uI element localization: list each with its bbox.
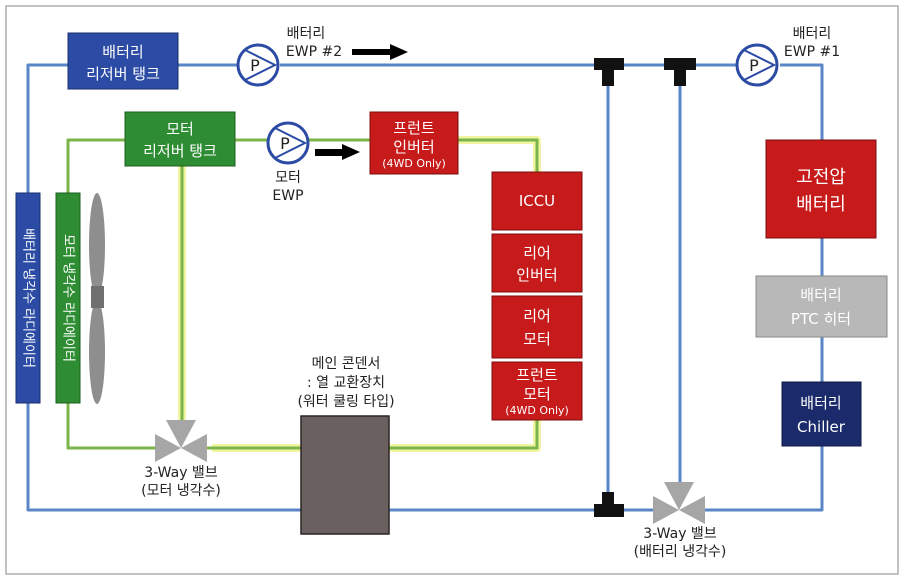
- motor-ewp-label-1: 모터: [275, 170, 301, 186]
- main-condenser: 메인 콘덴서 : 열 교환장치 (워터 쿨링 타입): [297, 356, 395, 535]
- battery-reservoir-box: [67, 32, 179, 90]
- front-motor-box: [491, 361, 583, 421]
- hv-battery-label-1: 고전압: [796, 167, 846, 188]
- front-motor: 프런트 모터 (4WD Only): [491, 361, 583, 421]
- front-inverter-label-2: 인버터: [393, 138, 434, 156]
- motor-coolant-radiator: 모터 냉각수 라디에이터: [55, 192, 81, 404]
- valve-icon: [155, 434, 181, 462]
- flow-arrow-icon: [352, 44, 408, 60]
- cooling-fan-icon: [89, 193, 105, 404]
- tee-junction: [664, 58, 696, 86]
- front-inverter-label-1: 프런트: [393, 119, 435, 137]
- valve-motor-label-2: (모터 냉각수): [141, 483, 221, 499]
- valve-battery-label-2: (배터리 냉각수): [634, 544, 727, 560]
- chiller-label-1: 배터리: [800, 394, 841, 412]
- motor-reservoir-label-1: 모터: [166, 120, 194, 138]
- rear-inverter: 리어 인버터: [491, 233, 583, 293]
- frame-border: [5, 5, 899, 575]
- rear-motor: 리어 모터: [491, 295, 583, 359]
- rear-motor-label-2: 모터: [523, 330, 551, 348]
- flow-arrow-icon: [315, 144, 360, 160]
- front-inverter-label-3: (4WD Only): [382, 157, 446, 170]
- ewp1-label-1: 배터리: [793, 26, 832, 42]
- tee-junction: [594, 58, 624, 86]
- pump-circle: [735, 43, 779, 87]
- battery-ewp-2: P 배터리 EWP #2: [236, 26, 342, 87]
- front-inverter-box: [369, 111, 459, 175]
- rear-inverter-label-1: 리어: [523, 244, 551, 262]
- motor-reservoir-box: [124, 111, 236, 167]
- condenser-label-1: 메인 콘덴서: [312, 356, 381, 372]
- iccu-box: [491, 171, 583, 231]
- pump-symbol: P: [250, 56, 260, 75]
- rear-motor-label-1: 리어: [523, 307, 551, 325]
- iccu-label: ICCU: [519, 192, 555, 210]
- iccu: ICCU: [491, 171, 583, 231]
- pump-circle: [266, 121, 310, 165]
- battery-ewp-1: P 배터리 EWP #1: [735, 26, 840, 87]
- chiller-box: [781, 381, 862, 447]
- battery-reservoir-tank: 배터리 리저버 탱크: [67, 32, 179, 90]
- rear-inverter-box: [491, 233, 583, 293]
- battery-reservoir-label-1: 배터리: [102, 43, 143, 61]
- hv-battery-label-2: 배터리: [796, 194, 846, 215]
- front-motor-label-2: 모터: [523, 385, 551, 403]
- three-way-valve-battery: 3-Way 밸브 (배터리 냉각수): [634, 482, 727, 560]
- pump-symbol: P: [280, 134, 290, 153]
- chiller-label-2: Chiller: [797, 418, 846, 436]
- ewp2-label-1: 배터리: [287, 26, 326, 42]
- front-inverter: 프런트 인버터 (4WD Only): [369, 111, 459, 175]
- front-motor-label-1: 프런트: [516, 366, 558, 384]
- motor-reservoir-tank: 모터 리저버 탱크: [124, 111, 236, 167]
- ptc-heater-label-2: PTC 히터: [791, 310, 851, 328]
- ewp2-label-2: EWP #2: [286, 44, 342, 60]
- condenser-box: [300, 415, 390, 535]
- pump-symbol: P: [749, 56, 759, 75]
- pump-circle: [236, 43, 280, 87]
- valve-icon: [653, 496, 679, 524]
- valve-battery-label-1: 3-Way 밸브: [643, 526, 717, 542]
- battery-chiller: 배터리 Chiller: [781, 381, 862, 447]
- battery-coolant-radiator: 배터리 냉각수 라디에이터: [15, 192, 41, 404]
- motor-radiator-box: [55, 192, 81, 404]
- condenser-label-3: (워터 쿨링 타입): [297, 394, 394, 410]
- condenser-label-2: : 열 교환장치: [307, 375, 385, 391]
- battery-reservoir-label-2: 리저버 탱크: [86, 65, 160, 83]
- rear-motor-box: [491, 295, 583, 359]
- valve-motor-label-1: 3-Way 밸브: [144, 465, 218, 481]
- tee-junctions: [594, 58, 696, 517]
- ptc-heater-label-1: 배터리: [800, 286, 841, 304]
- rear-inverter-label-2: 인버터: [516, 266, 557, 284]
- battery-radiator-box: [15, 192, 41, 404]
- hv-battery: 고전압 배터리: [765, 139, 877, 239]
- ptc-heater: 배터리 PTC 히터: [755, 275, 888, 338]
- front-motor-label-3: (4WD Only): [505, 404, 569, 417]
- ewp1-label-2: EWP #1: [784, 44, 840, 60]
- tee-junction: [594, 492, 624, 517]
- ptc-heater-box: [755, 275, 888, 338]
- three-way-valve-motor: 3-Way 밸브 (모터 냉각수): [141, 420, 221, 499]
- motor-ewp: P 모터 EWP: [266, 121, 310, 204]
- motor-ewp-label-2: EWP: [272, 188, 303, 204]
- motor-reservoir-label-2: 리저버 탱크: [143, 142, 217, 160]
- hv-battery-box: [765, 139, 877, 239]
- battery-radiator-label: 배터리 냉각수 라디에이터: [21, 228, 36, 368]
- motor-radiator-label: 모터 냉각수 라디에이터: [61, 234, 76, 362]
